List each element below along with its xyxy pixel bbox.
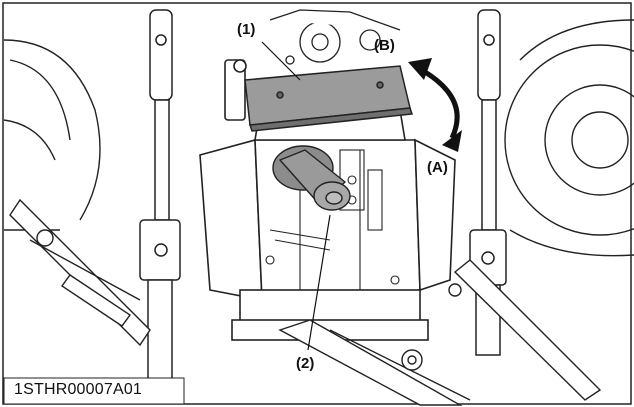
code-box — [3, 377, 185, 405]
pto-shaft-cover — [244, 65, 414, 132]
callout-part-1: (1) — [237, 21, 256, 38]
figure-code: 1STHR00007A01 — [14, 381, 143, 398]
top-hardware — [269, 9, 401, 65]
lower-link-right — [448, 259, 602, 401]
leader-lines — [261, 41, 331, 351]
leader-part2 — [307, 214, 331, 351]
callout-part-2: (2) — [296, 355, 315, 372]
arrowhead-b — [408, 58, 432, 80]
drawbar — [278, 319, 471, 406]
lower-link-left — [9, 198, 151, 347]
arrowhead-a — [442, 130, 462, 152]
callout-direction-b: (B) — [374, 37, 395, 54]
leader-part1 — [261, 41, 301, 81]
direction-arrow-a-b — [423, 69, 460, 140]
housing-details — [265, 149, 400, 290]
rear-wheel-right — [504, 19, 634, 257]
pto-shaft — [272, 145, 351, 211]
callout-direction-a: (A) — [427, 159, 448, 176]
left-lift-rod — [139, 9, 181, 381]
